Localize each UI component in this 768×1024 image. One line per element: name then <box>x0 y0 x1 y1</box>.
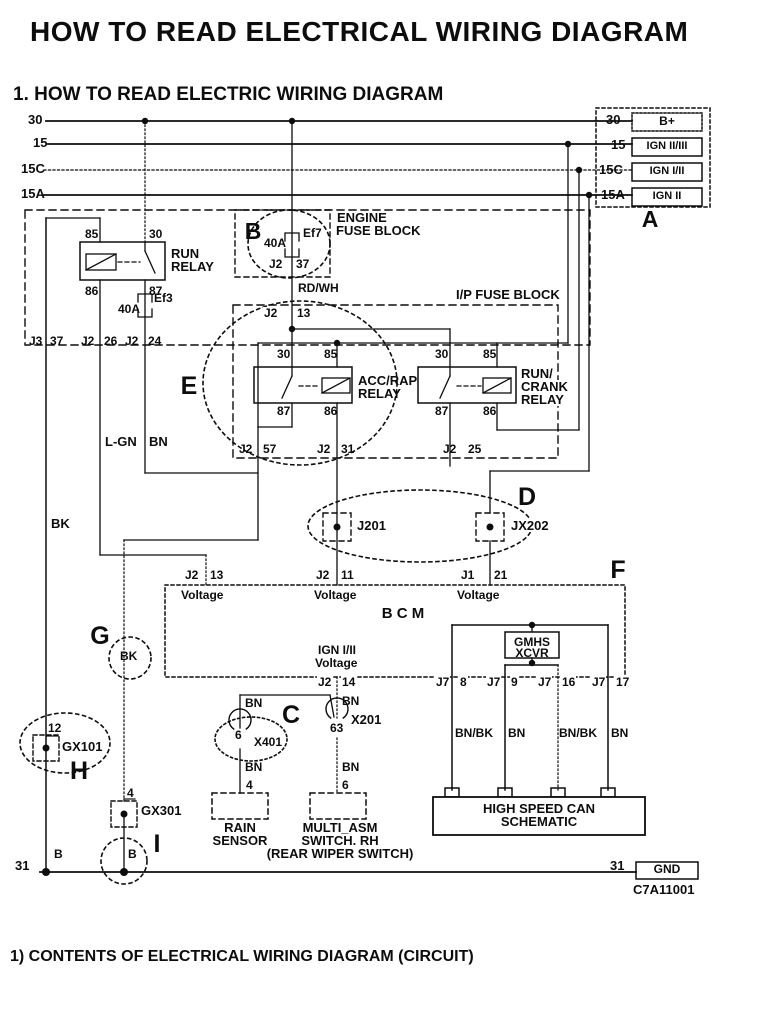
acc-rap-relay <box>253 366 353 404</box>
wires <box>45 120 590 873</box>
multi-switch-box <box>309 792 367 820</box>
bcm-internals <box>432 624 646 836</box>
ground-symbols <box>32 734 138 828</box>
run-relay <box>79 241 166 281</box>
acc-rap-coil <box>321 377 351 394</box>
rain-sensor-box <box>211 792 269 820</box>
run-crank-coil <box>482 377 512 394</box>
x201-symbol <box>325 697 349 719</box>
terminal-boxes <box>631 112 703 880</box>
fuses <box>137 232 300 318</box>
gnd-terminal-box <box>635 861 699 880</box>
ip-fuse-block-box <box>232 304 559 459</box>
ign-ii-terminal-box <box>631 187 703 207</box>
callout-h-ellipse <box>19 712 111 774</box>
device-boxes <box>211 792 367 820</box>
x401-symbol <box>228 708 252 730</box>
ign-ii-iii-terminal-box <box>631 137 703 157</box>
callout-d-ellipse <box>307 489 533 563</box>
gmhs-xcvr-box <box>504 631 560 659</box>
callout-i-circle <box>100 837 148 885</box>
ign-i-ii-terminal-box <box>631 162 703 182</box>
power-rails <box>39 120 637 873</box>
engine-fuse-block-box <box>234 209 331 278</box>
inline-connectors <box>228 512 505 730</box>
callout-b-ellipse <box>247 209 331 279</box>
callout-g-circle <box>108 636 152 680</box>
junction-dots <box>42 117 593 876</box>
run-relay-coil <box>85 253 117 271</box>
callout-shapes <box>19 209 533 885</box>
bcm-box <box>164 584 626 678</box>
b-plus-terminal-box <box>631 112 703 132</box>
fuse-ef3-symbol <box>137 293 153 303</box>
fuse-ef7-symbol <box>284 232 300 242</box>
j201-symbol <box>322 512 352 542</box>
section-heading: 1. HOW TO READ ELECTRIC WIRING DIAGRAM <box>13 84 444 105</box>
run-crank-relay <box>417 366 517 404</box>
gx101-symbol <box>32 734 60 762</box>
page-title: HOW TO READ ELECTRICAL WIRING DIAGRAM <box>30 16 689 47</box>
terminal-legend-box <box>595 107 711 208</box>
gx301-symbol <box>110 800 138 828</box>
callout-c-ellipse <box>214 716 288 762</box>
jx202-symbol <box>475 512 505 542</box>
block-outlines <box>24 107 711 678</box>
high-speed-can-box <box>432 796 646 836</box>
footer-heading: 1) CONTENTS OF ELECTRICAL WIRING DIAGRAM… <box>10 948 474 965</box>
callout-e-ellipse <box>202 300 398 466</box>
